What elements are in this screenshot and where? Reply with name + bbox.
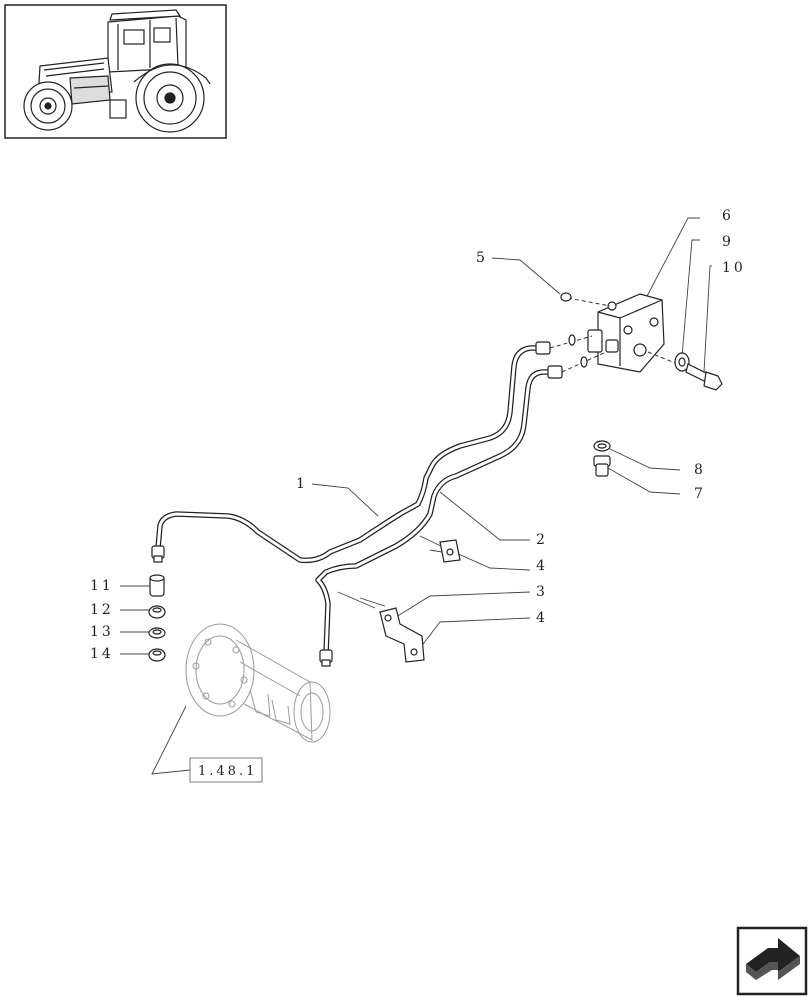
- callout-9: 9: [722, 234, 734, 250]
- part-11: [149, 574, 165, 597]
- callout-numbers: 1 2 3 4 4 5 6 7 8 9 10 11 12 13 14: [90, 208, 746, 662]
- pipe-1: [155, 345, 551, 564]
- tractor-icon: [23, 9, 211, 133]
- valve-block: [587, 293, 665, 373]
- clip-upper: [429, 539, 461, 563]
- washer-9: [674, 352, 690, 372]
- callout-7: 7: [694, 486, 706, 502]
- callout-14: 14: [90, 646, 114, 662]
- callout-4-upper: 4: [536, 558, 548, 574]
- callout-3: 3: [536, 584, 548, 600]
- callout-5: 5: [476, 250, 488, 266]
- callout-13: 13: [90, 624, 114, 640]
- callout-8: 8: [694, 462, 706, 478]
- next-page-button[interactable]: [736, 926, 808, 996]
- clip-3: [379, 607, 425, 663]
- bolt-10: [685, 363, 723, 391]
- reference-box-label: 1.48.1: [198, 764, 257, 779]
- axle-housing-ghost: [185, 623, 331, 743]
- callout-4-lower: 4: [536, 610, 548, 626]
- pipe-2: [315, 369, 563, 657]
- callout-1: 1: [296, 476, 308, 492]
- pipe-fittings: [151, 341, 563, 667]
- leader-lines: [120, 217, 712, 775]
- reference-box[interactable]: 1.48.1: [189, 757, 263, 783]
- plug-7: [593, 455, 611, 477]
- callout-10: 10: [722, 260, 746, 276]
- part-12: [148, 605, 166, 619]
- part-13: [148, 627, 166, 639]
- seal-8: [593, 440, 611, 452]
- callout-11: 11: [90, 578, 114, 594]
- part-14: [148, 648, 166, 662]
- next-page-arrow-icon: [746, 938, 800, 980]
- callout-12: 12: [90, 602, 114, 618]
- callout-2: 2: [536, 532, 548, 548]
- tractor-thumbnail[interactable]: [4, 4, 227, 139]
- seals: [560, 292, 588, 368]
- callout-6: 6: [722, 208, 734, 224]
